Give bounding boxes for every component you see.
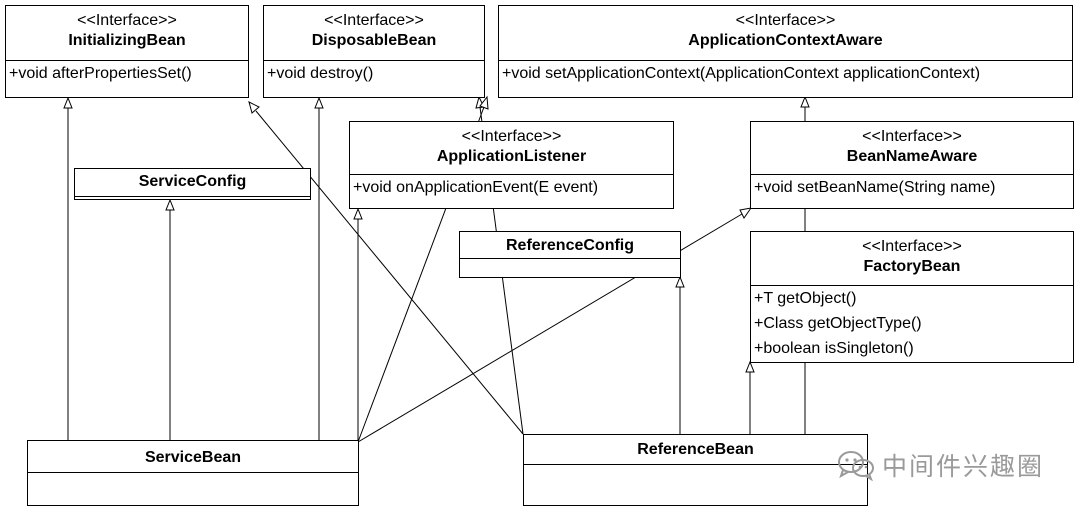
arrowhead <box>63 96 73 109</box>
interface-name: FactoryBean <box>863 258 961 275</box>
stereotype-label: <<Interface>> <box>461 128 562 145</box>
interface-application-listener: <<Interface>> ApplicationListener +void … <box>349 121 674 209</box>
stereotype-label: <<Interface>> <box>862 238 962 255</box>
stereotype-label: <<Interface>> <box>324 12 424 29</box>
class-name: ServiceBean <box>144 449 242 466</box>
operation: +void setApplicationContext(ApplicationC… <box>502 65 981 82</box>
stereotype-label: <<Interface>> <box>862 128 962 145</box>
arrowhead <box>353 207 363 220</box>
compartment-divider <box>75 196 310 197</box>
watermark: 中间件兴趣圈 <box>836 448 1044 482</box>
arrowhead <box>800 95 810 108</box>
class-name: ReferenceBean <box>637 441 754 458</box>
class-reference-config: ReferenceConfig <box>459 231 681 278</box>
interface-name: DisposableBean <box>311 32 437 49</box>
class-name: ReferenceConfig <box>505 237 635 254</box>
operation: +void setBeanName(String name) <box>754 179 996 196</box>
operation: +void onApplicationEvent(E event) <box>353 179 599 196</box>
interface-name: ApplicationListener <box>436 148 587 165</box>
class-reference-bean: ReferenceBean <box>523 434 868 506</box>
arrowhead <box>739 207 753 219</box>
class-service-bean: ServiceBean <box>27 440 359 506</box>
arrowhead <box>475 95 485 109</box>
interface-factory-bean: <<Interface>> FactoryBean +T getObject()… <box>750 231 1074 363</box>
arrowhead <box>675 275 685 288</box>
interface-name: ApplicationContextAware <box>688 32 883 49</box>
operation: +boolean isSingleton() <box>754 340 914 357</box>
interface-disposable-bean: <<Interface>> DisposableBean +void destr… <box>263 5 485 98</box>
class-service-config: ServiceConfig <box>74 168 311 200</box>
watermark-text: 中间件兴趣圈 <box>882 453 1045 481</box>
operation: +void destroy() <box>267 65 374 82</box>
interface-application-context-aware: <<Interface>> ApplicationContextAware +v… <box>498 5 1073 98</box>
interface-name: BeanNameAware <box>846 148 978 165</box>
arrowhead <box>745 360 755 373</box>
arrowhead <box>314 96 324 109</box>
wechat-icon <box>838 451 874 481</box>
operation: +T getObject() <box>754 290 857 307</box>
stereotype-label: <<Interface>> <box>735 12 836 29</box>
interface-name: InitializingBean <box>68 32 186 49</box>
stereotype-label: <<Interface>> <box>77 12 177 29</box>
arrowhead <box>165 198 175 211</box>
arrowhead <box>248 101 260 114</box>
interface-bean-name-aware: <<Interface>> BeanNameAware +void setBea… <box>750 121 1074 209</box>
interface-initializing-bean: <<Interface>> InitializingBean +void aft… <box>5 5 249 98</box>
arrowhead <box>479 95 489 110</box>
operation: +void afterPropertiesSet() <box>9 65 192 82</box>
class-name: ServiceConfig <box>138 173 247 190</box>
operation: +Class getObjectType() <box>754 315 922 332</box>
